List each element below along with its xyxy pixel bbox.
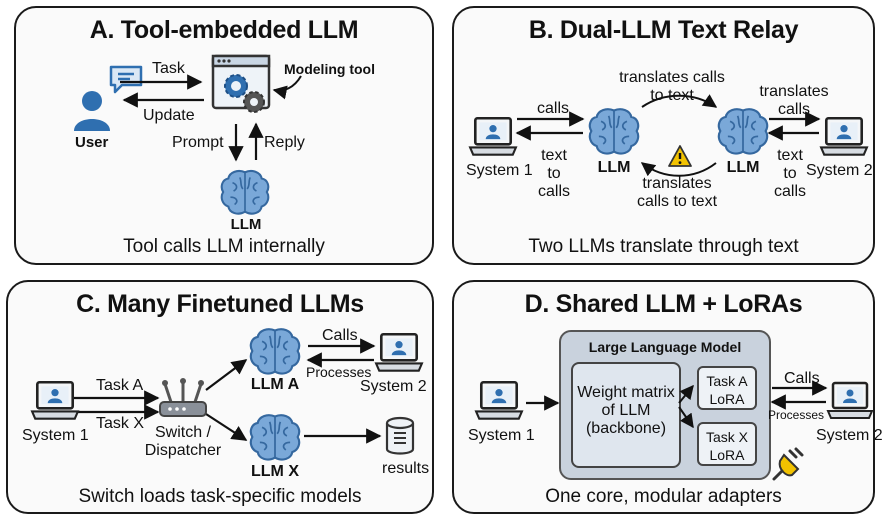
- translates-top-label: translates calls to text: [619, 69, 725, 104]
- task-x-label: Task X: [96, 415, 145, 432]
- system1-label: System 1: [466, 162, 533, 179]
- lora-a-label: Task A LoRA: [706, 373, 748, 407]
- laptop-icon: [30, 380, 80, 422]
- brain-icon: [587, 106, 641, 156]
- task-label: Task: [152, 60, 185, 77]
- translates-calls-right-label: translates calls: [759, 83, 829, 118]
- calls-label: Calls: [784, 370, 820, 387]
- laptop-icon: [468, 116, 518, 158]
- panel-caption: One core, modular adapters: [545, 486, 782, 507]
- system1-label: System 1: [22, 427, 89, 444]
- laptop-icon: [374, 332, 424, 374]
- laptop-icon: [474, 380, 524, 422]
- reply-label: Reply: [264, 134, 305, 151]
- task-a-label: Task A: [96, 377, 144, 394]
- brain-icon: [248, 326, 302, 376]
- brain-icon: [219, 168, 271, 216]
- brain-icon: [248, 412, 302, 462]
- llm-right-label: LLM: [726, 159, 760, 176]
- backbone-box: Weight matrix of LLM (backbone): [571, 362, 681, 468]
- translates-bottom-label: translates calls to text: [636, 175, 718, 210]
- llm-label: LLM: [230, 216, 262, 233]
- llm-a-label: LLM A: [250, 376, 300, 393]
- window-gears-icon: [211, 54, 271, 113]
- text-to-calls-left-label: text to calls: [537, 147, 570, 200]
- lora-x-label: Task X LoRA: [705, 429, 748, 463]
- results-label: results: [382, 460, 430, 477]
- laptop-icon: [826, 380, 874, 422]
- laptop-icon: [819, 116, 869, 158]
- panel-title: B. Dual-LLM Text Relay: [528, 16, 799, 44]
- update-label: Update: [143, 107, 195, 124]
- panel-caption: Two LLMs translate through text: [528, 236, 799, 257]
- calls-label: calls: [537, 100, 570, 117]
- panel-many-finetuned-llms: C. Many Finetuned LLMs System 1 Task A T…: [6, 280, 434, 514]
- llm-left-label: LLM: [597, 159, 631, 176]
- panel-title: A. Tool-embedded LLM: [89, 16, 359, 44]
- calls-label: Calls: [322, 327, 358, 344]
- panel-tool-embedded-llm: A. Tool-embedded LLM User Task Update Mo…: [14, 6, 434, 265]
- panel-shared-llm-loras: D. Shared LLM + LoRAs System 1 Large Lan…: [452, 280, 883, 514]
- panel-title: C. Many Finetuned LLMs: [76, 290, 364, 318]
- lora-x-box: Task X LoRA: [697, 422, 757, 466]
- modeling-tool-label: Modeling tool: [284, 61, 375, 77]
- processes-label: Processes: [768, 408, 825, 422]
- system1-label: System 1: [468, 427, 535, 444]
- system2-label: System 2: [360, 378, 427, 395]
- plug-icon: [772, 447, 804, 481]
- panel-caption: Switch loads task-specific models: [78, 486, 362, 507]
- system2-label: System 2: [806, 162, 873, 179]
- chat-bubble-icon: [109, 65, 143, 94]
- panel-title: D. Shared LLM + LoRAs: [524, 290, 803, 318]
- user-label: User: [75, 134, 109, 151]
- warning-icon: [668, 145, 692, 167]
- processes-label: Processes: [306, 364, 372, 380]
- panel-dual-llm-relay: B. Dual-LLM Text Relay translates calls …: [452, 6, 875, 265]
- backbone-label: Weight matrix of LLM (backbone): [577, 384, 675, 437]
- llm-container: Large Language Model Weight matrix of LL…: [559, 330, 771, 480]
- switch-dispatcher-label: Switch / Dispatcher: [144, 424, 222, 459]
- lora-a-box: Task A LoRA: [697, 366, 757, 410]
- prompt-label: Prompt: [172, 134, 224, 151]
- person-icon: [74, 91, 110, 131]
- panel-caption: Tool calls LLM internally: [123, 236, 325, 257]
- database-icon: [385, 416, 415, 455]
- llm-container-title: Large Language Model: [588, 339, 742, 355]
- router-icon: [159, 378, 207, 417]
- text-to-calls-right-label: text to calls: [773, 147, 806, 200]
- llm-x-label: LLM X: [251, 463, 299, 480]
- system2-label: System 2: [816, 427, 883, 444]
